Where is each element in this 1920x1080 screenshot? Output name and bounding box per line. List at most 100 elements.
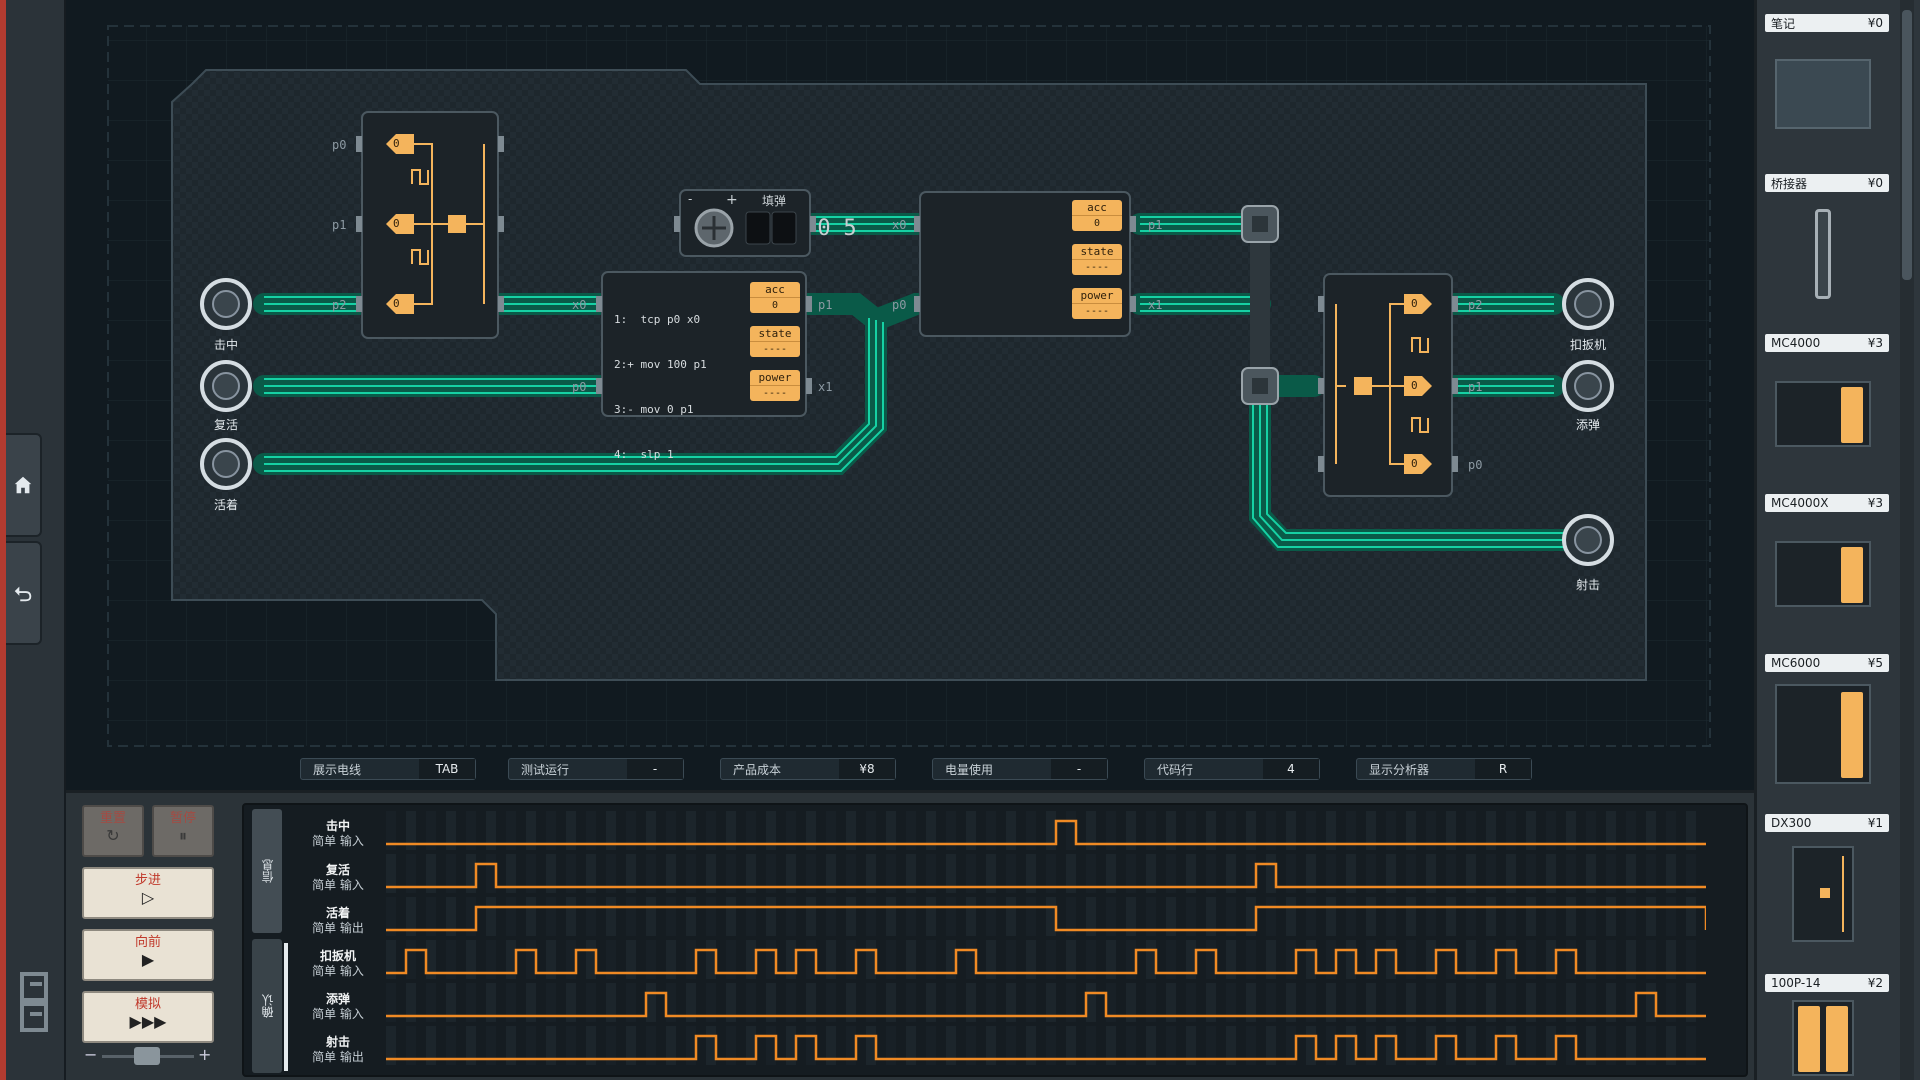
register-name: power <box>758 371 792 384</box>
wave-grid-cell <box>966 811 976 850</box>
tab-verify[interactable]: 确认 <box>252 939 282 1073</box>
wave-grid-cell <box>1046 983 1056 1022</box>
wave-grid-cell <box>626 854 636 893</box>
wave-grid-cell <box>1346 811 1356 850</box>
wave-grid-cell <box>1266 811 1276 850</box>
palette-item-mc4000[interactable]: MC4000¥3 <box>1765 334 1889 484</box>
wave-grid-cell <box>1246 1026 1256 1065</box>
wave-grid-cell <box>546 897 556 936</box>
wave-grid-cell <box>426 897 436 936</box>
speed-handle[interactable] <box>134 1047 160 1065</box>
code-line[interactable]: 4: slp 1 <box>614 448 674 461</box>
palette-item-100p14[interactable]: 100P-14 ¥2 <box>1765 974 1889 1080</box>
wave-grid-cell <box>446 940 456 979</box>
wave-grid-cell <box>1386 940 1396 979</box>
wave-grid-cell <box>746 897 756 936</box>
wave-grid-cell <box>546 983 556 1022</box>
code-line[interactable]: 1: tcp p0 x0 <box>614 313 701 326</box>
palette-scrollbar[interactable] <box>1900 0 1914 1080</box>
pause-button[interactable]: 暂停 ⏸ <box>152 805 214 857</box>
wave-grid-cell <box>1666 983 1676 1022</box>
wave-grid-cell <box>1526 897 1536 936</box>
palette-item-name: 100P-14 <box>1771 976 1821 990</box>
wave-grid-cell <box>1346 940 1356 979</box>
wave-grid-cell <box>1106 1026 1116 1065</box>
palette-item-mc6000[interactable]: MC6000¥5 <box>1765 654 1889 804</box>
wave-grid-cell <box>1186 897 1196 936</box>
wave-grid-cell <box>1566 940 1576 979</box>
wave-grid-cell <box>1486 811 1496 850</box>
wave-grid-cell <box>966 897 976 936</box>
palette-item-mc4000x[interactable]: MC4000X¥3 <box>1765 494 1889 644</box>
palette-scroll-thumb[interactable] <box>1902 10 1912 280</box>
mc4000-b-port-x1: x1 <box>1148 298 1163 312</box>
mc6000-icon <box>1775 684 1871 784</box>
wave-grid-cell <box>506 940 516 979</box>
wave-grid-cell <box>906 940 916 979</box>
palette-item-dx300[interactable]: DX300¥1 <box>1765 814 1889 964</box>
wave-grid-cell <box>1226 897 1236 936</box>
wave-grid-cell <box>1466 940 1476 979</box>
wave-grid-cell <box>1286 1026 1296 1065</box>
home-button[interactable] <box>6 433 42 537</box>
wave-grid-cell <box>1306 811 1316 850</box>
speed-minus-button[interactable]: − <box>84 1045 98 1064</box>
wave-grid-cell <box>606 854 616 893</box>
wave-grid-cell <box>1666 1026 1676 1065</box>
wave-grid-cell <box>446 1026 456 1065</box>
wave-grid-cell <box>1066 983 1076 1022</box>
code-line[interactable]: 2:+ mov 100 p1 <box>614 358 707 371</box>
step-button[interactable]: 步进 ▷ <box>82 867 214 919</box>
mc4000-a-code[interactable]: 1: tcp p0 x0 2:+ mov 100 p1 3:- mov 0 p1… <box>614 282 707 492</box>
simulate-button[interactable]: 模拟 ▶▶▶ <box>82 991 214 1043</box>
undo-button[interactable] <box>6 541 42 645</box>
wave-grid-cell <box>1246 983 1256 1022</box>
wave-line-1 <box>386 862 1706 889</box>
wave-grid-cell <box>1606 897 1616 936</box>
wave-name: 扣扳机 <box>319 949 356 963</box>
wave-grid-cell <box>1286 854 1296 893</box>
palette-item-note[interactable]: 笔记¥0 <box>1765 14 1889 164</box>
wave-grid-cell <box>546 811 556 850</box>
palette-item-bridge[interactable]: 桥接器¥0 <box>1765 174 1889 324</box>
wave-grid-cell <box>1206 940 1216 979</box>
wave-grid-cell <box>1286 940 1296 979</box>
dx-right-value-1: 0 <box>1411 379 1418 392</box>
speed-slider[interactable]: − + <box>82 1045 212 1067</box>
wave-label-trigger: 扣扳机简单 输入 <box>292 949 384 979</box>
bridge-icon <box>1815 209 1831 299</box>
wave-grid-cell <box>1206 1026 1216 1065</box>
palette-item-price: ¥2 <box>1867 976 1883 990</box>
wave-grid-cell <box>1626 1026 1636 1065</box>
wave-grid-cell <box>766 897 776 936</box>
wave-grid-cell <box>846 854 856 893</box>
wave-grid-cell <box>626 897 636 936</box>
forward-button[interactable]: 向前 ▶ <box>82 929 214 981</box>
mc4000x-icon <box>1775 541 1871 607</box>
ammo-minus-button[interactable]: - <box>688 192 693 206</box>
wave-grid-cell <box>706 854 716 893</box>
right-pins <box>1562 278 1614 566</box>
speed-plus-button[interactable]: + <box>198 1045 212 1064</box>
circuit-board[interactable]: 击中 复活 活着 扣扳机 添弹 射击 p0 p1 p2 x0 0 0 0 p2 … <box>66 0 1754 790</box>
wave-grid-cell <box>1526 983 1536 1022</box>
code-line[interactable]: 3:- mov 0 p1 <box>614 403 694 416</box>
wave-grid-cell <box>1086 940 1096 979</box>
wave-grid-cell <box>726 1026 736 1065</box>
reset-icon: ↻ <box>106 826 120 845</box>
tab-info[interactable]: 信息 <box>252 809 282 933</box>
wave-grid-cell <box>966 1026 976 1065</box>
reset-button[interactable]: 重置 ↻ <box>82 805 144 857</box>
wave-grid-cell <box>1046 897 1056 936</box>
simulate-label: 模拟 <box>134 997 161 1012</box>
stat-label: 测试运行 <box>521 762 570 777</box>
wave-grid-cell <box>1126 1026 1136 1065</box>
wave-grid-cell <box>866 1026 876 1065</box>
board-canvas <box>66 0 1754 790</box>
wave-grid-cell <box>1326 983 1336 1022</box>
wave-grid-cell <box>1446 940 1456 979</box>
dx-left-value-2: 0 <box>393 297 400 310</box>
ammo-plus-button[interactable]: + <box>726 192 738 208</box>
